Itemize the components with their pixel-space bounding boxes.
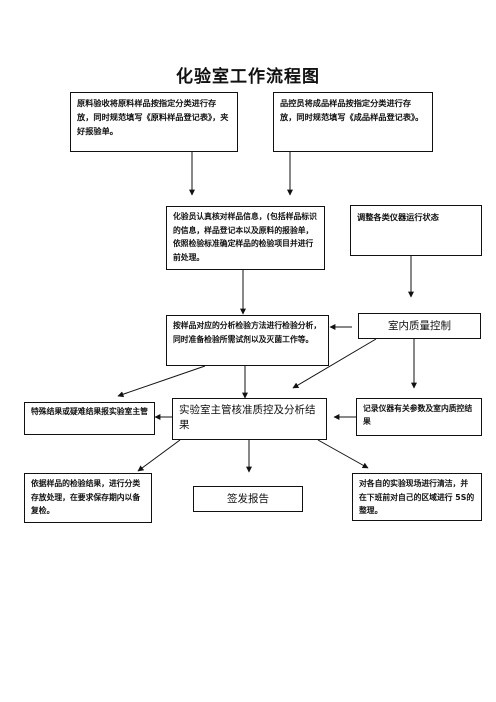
- raw-material-box: 原料验收将原料样品按指定分类进行存放，同时规范填写《原料样品登记表》，夹好报验单…: [70, 92, 238, 152]
- record-instrument-box: 记录仪器有关参数及室内质控结果: [356, 398, 482, 436]
- arrow-qc-to-supervisor: [292, 338, 377, 389]
- analyst-check-box: 化验员认真核对样品信息，(包括样品标识的信息，样品登记本以及原料的报验单，依照检…: [166, 206, 325, 270]
- arrow-supervisor-to-cleanup: [317, 439, 369, 469]
- quality-control-box: 室内质量控制: [358, 313, 481, 339]
- sample-storage-box: 依据样品的检验结果，进行分类存放处理，在要求保存期内以备复检。: [24, 473, 152, 523]
- analysis-method-box: 按样品对应的分析检验方法进行检验分析，同时准备检验所需试剂以及灭菌工作等。: [166, 315, 329, 366]
- instrument-adjust-box: 调整各类仪器运行状态: [350, 205, 482, 256]
- supervisor-review-box: 实验室主管核准质控及分析结果: [172, 398, 327, 440]
- cleanup-box: 对各自的实验现场进行清洁，并在下班前对自己的区域进行 5S的整理。: [352, 473, 482, 521]
- page-title: 化验室工作流程图: [176, 67, 320, 87]
- arrow-supervisor-to-storage: [137, 439, 181, 472]
- product-control-box: 品控员将成品样品按指定分类进行存放，同时规范填写《成品样品登记表》。: [273, 92, 433, 152]
- issue-report-box: 签发报告: [193, 486, 303, 512]
- arrow-method-to-special: [117, 365, 206, 398]
- special-results-box: 特殊结果或疑难结果报实验室主管: [24, 402, 155, 435]
